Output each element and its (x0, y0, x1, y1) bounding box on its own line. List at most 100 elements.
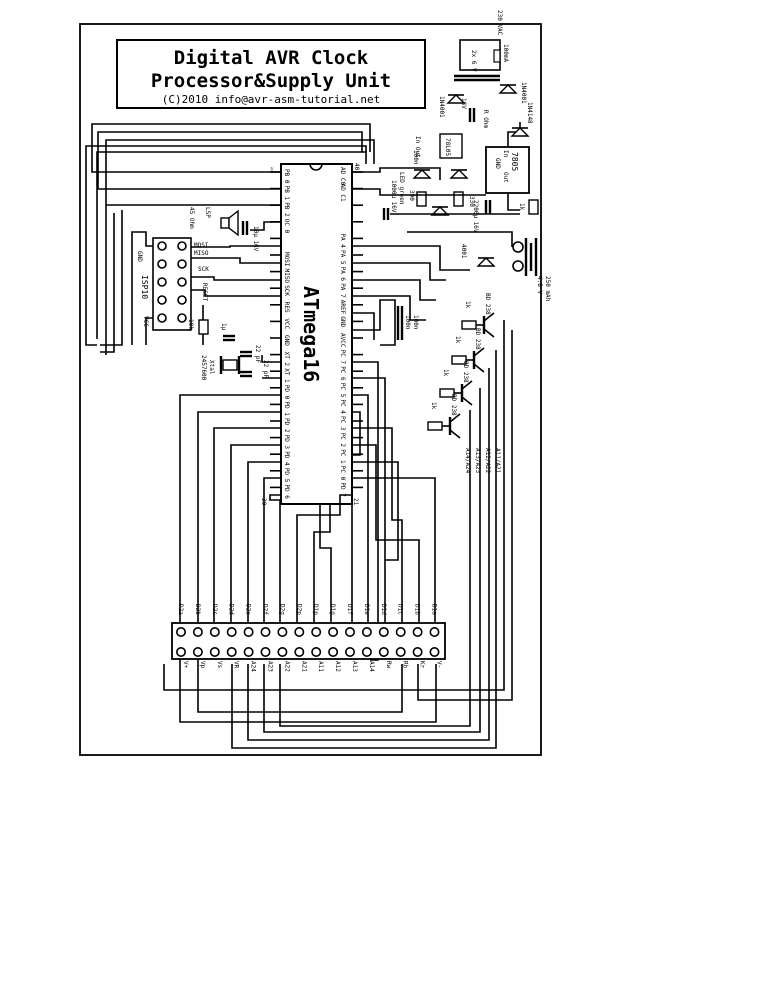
isp-gnd-label: GND (136, 251, 143, 262)
transistor-label: BD 238 (474, 328, 481, 350)
connector-pin (260, 626, 271, 637)
transistor-emitter (483, 312, 495, 322)
diode-1n4148: 1N4148 (526, 102, 533, 124)
small-reg-label: 78L05 (444, 138, 451, 156)
reset-cap-label: 1µ (220, 323, 227, 331)
connector-bottom-label: A23 (267, 661, 274, 672)
connector-bottom-label: VR (233, 661, 240, 669)
mcu-left-pin-label: PD 0 (283, 385, 290, 400)
mcu-right-pin-label: PA 4 (339, 233, 346, 248)
isp-pin (177, 259, 187, 269)
transistor-emitter (461, 380, 473, 390)
mcu-right-pin-label: PC 6 (339, 366, 346, 381)
connector-pin (226, 646, 237, 657)
mcu-left-pin-label: PD 5 (283, 468, 290, 483)
speaker-ohm: 45 Ohm (188, 207, 195, 229)
driver-r-label: 1k (454, 336, 461, 344)
title-line2: Processor&Supply Unit (151, 70, 391, 92)
crystal-freq: 2457600 (200, 355, 207, 381)
isp-sck-label: SCK (198, 266, 209, 273)
connector-pin (294, 646, 305, 657)
anode-label: A12/A22 (484, 448, 491, 474)
connector-pin (361, 646, 372, 657)
isp-miso-label: MISO (194, 250, 209, 257)
transistor-collector (449, 429, 461, 439)
mcu-left-pin-label: PD 3 (283, 435, 290, 450)
connector-pin (378, 646, 389, 657)
mcu-pin21: 21 (352, 498, 359, 506)
isp-pin (157, 259, 167, 269)
connector-top-label: D2a (177, 604, 184, 615)
connector-pin (277, 626, 288, 637)
connector-pin (192, 646, 203, 657)
connector-bottom-label: Kr (419, 661, 426, 669)
connector-bottom-label: V- (436, 661, 443, 668)
mcu-left-pin-label: MISO (283, 269, 290, 284)
connector-top-label: D1c (397, 604, 404, 615)
mcu-left-pin-label: VCC (283, 318, 290, 329)
r1k-top: 1k (518, 203, 525, 211)
mcu-left-pin-label: PD 2 (283, 418, 290, 433)
connector-pin (412, 626, 423, 637)
pc-wiring (296, 245, 470, 661)
isp-pin (157, 241, 167, 251)
mcu-left-pin-label: PD 4 (283, 451, 290, 466)
connector-bottom-label: A12 (334, 661, 341, 672)
connector-pin (176, 626, 187, 637)
transistor-label: BD 238 (462, 361, 469, 383)
connector-pin (192, 626, 203, 637)
connector-top-label: D2g (278, 604, 285, 615)
regulator-label: 7805 (510, 152, 519, 171)
connector-pin (328, 646, 339, 657)
connector-pin (344, 646, 355, 657)
small-reg-pins: In Out (414, 136, 421, 158)
mcu-left-pin-label: SCK (283, 285, 290, 296)
driver-r-label: 1k (442, 369, 449, 377)
spk-cap-label: 10µ 16V (252, 226, 259, 252)
left-wiring (85, 123, 375, 355)
mcu-left-pin-label: OC 0 (283, 219, 290, 234)
mcu-left-pin-label: RES (283, 302, 290, 313)
connector-pin (344, 626, 355, 637)
mcu-left-pin-label: PD 6 (283, 484, 290, 499)
mcu-left-pin-label: GND (283, 335, 290, 346)
cap-16v: 16V (460, 98, 467, 109)
connector-top-label: D2e (245, 604, 252, 615)
connector-top-label: D1b (414, 604, 421, 615)
connector-pin (243, 626, 254, 637)
isp-pin (177, 241, 187, 251)
transistor-emitter (473, 347, 485, 357)
driver-r-label: 1k (430, 402, 437, 410)
mcu-right-pin-label: PC 0 (339, 466, 346, 481)
transistor-emitter (449, 413, 461, 423)
isp-pin (177, 295, 187, 305)
connector-bottom-label: Vs (216, 661, 223, 669)
diode-1n4001-a: 1N4001 (520, 82, 527, 104)
mcu-right-pin-label: PA 5 (339, 250, 346, 265)
diode-4001: 4001 (460, 244, 467, 259)
connector-top-label: D2d (228, 604, 235, 615)
mcu-left-pin-label: PB 0 (283, 169, 290, 184)
mcu-right-pin-label: PC 3 (339, 416, 346, 431)
connector-pin (395, 626, 406, 637)
mcu-left-pin-label: PB 2 (283, 202, 290, 217)
xtal-cap-b: 22 pF (262, 360, 269, 378)
connector-top-label: D1f (346, 604, 353, 615)
anode-label: A14/A24 (464, 448, 471, 474)
transistor-collector (483, 328, 495, 338)
anode-wiring (163, 320, 513, 749)
connector-bottom-label: V+ (182, 661, 189, 669)
connector-pin (429, 646, 440, 657)
transformer-in: 230 VAC (496, 10, 503, 36)
crystal-label: Xtal (208, 360, 215, 375)
mcu-right-pin-label: AD C0 (339, 167, 346, 185)
speaker-icon (220, 217, 230, 229)
isp-pin (177, 277, 187, 287)
isp-pin (177, 313, 187, 323)
pd-wiring (179, 394, 437, 723)
connector-top-label: D1e (363, 604, 370, 615)
transistor-collector (461, 396, 473, 406)
connector-bottom-label: A13 (351, 661, 358, 672)
